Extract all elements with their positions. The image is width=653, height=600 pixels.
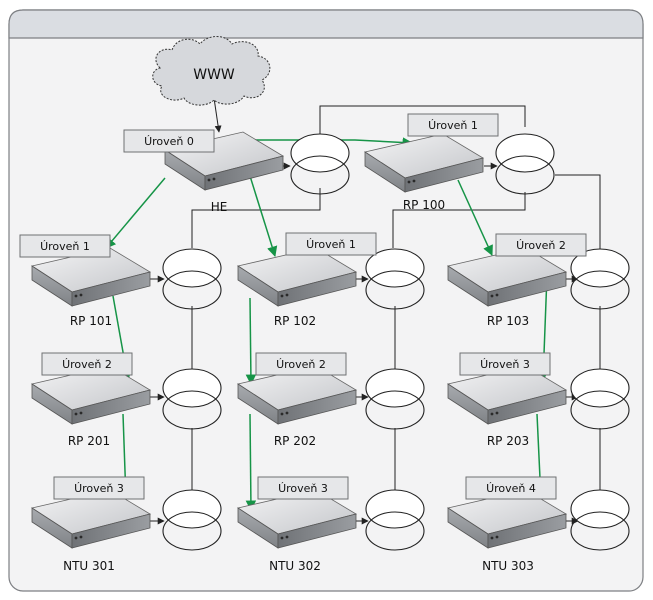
device-rp201: Úroveň 2 RP 201 <box>30 352 152 448</box>
device-name: NTU 303 <box>482 559 534 573</box>
ring-icon <box>495 133 555 195</box>
level-label: Úroveň 3 <box>459 352 551 376</box>
ring-icon <box>365 489 425 551</box>
level-label-text: Úroveň 1 <box>428 119 478 132</box>
device-name: HE <box>211 200 228 214</box>
wire-top-loop <box>319 105 526 140</box>
level-label: Úroveň 1 <box>285 232 377 256</box>
device-name: RP 101 <box>70 314 112 328</box>
level-label: Úroveň 1 <box>19 234 111 258</box>
device-he: Úroveň 0 HE <box>123 129 285 214</box>
level-label-text: Úroveň 3 <box>74 482 124 495</box>
ring-icon <box>570 368 630 430</box>
device-rp202: Úroveň 2 RP 202 <box>236 352 358 448</box>
server-icon <box>163 131 285 191</box>
ring-icon <box>162 368 222 430</box>
arrow-rp202-ntu302 <box>245 413 257 512</box>
level-label-text: Úroveň 0 <box>144 135 194 148</box>
level-label-text: Úroveň 1 <box>40 240 90 253</box>
level-label: Úroveň 4 <box>465 476 557 500</box>
level-label: Úroveň 3 <box>53 476 145 500</box>
wire-rp100-down <box>392 192 526 248</box>
device-name: NTU 302 <box>269 559 321 573</box>
server-icon <box>363 133 485 193</box>
server-icon <box>236 247 358 307</box>
level-label-text: Úroveň 2 <box>62 358 112 371</box>
wire-he-down <box>191 188 321 248</box>
arrow-he-rp101 <box>105 177 166 249</box>
level-label-text: Úroveň 3 <box>480 358 530 371</box>
level-label: Úroveň 0 <box>123 129 215 153</box>
server-icon <box>236 365 358 425</box>
wire-right-bus <box>555 174 601 250</box>
device-name: RP 203 <box>487 434 529 448</box>
device-rp101: Úroveň 1 RP 101 <box>19 234 152 328</box>
ring-icon <box>570 489 630 551</box>
cloud-icon <box>152 36 271 106</box>
arrow-rp102-rp202 <box>245 297 257 386</box>
level-label: Úroveň 2 <box>41 352 133 376</box>
ring-icon <box>162 489 222 551</box>
device-ntu301: Úroveň 3 NTU 301 <box>30 476 152 573</box>
ring-icon <box>162 248 222 310</box>
device-name: RP 102 <box>274 314 316 328</box>
server-icon <box>446 365 568 425</box>
level-label-text: Úroveň 2 <box>516 239 566 252</box>
device-name: RP 201 <box>68 434 110 448</box>
device-rp103: Úroveň 2 RP 103 <box>446 233 587 328</box>
level-label: Úroveň 1 <box>407 113 499 137</box>
device-rp100: Úroveň 1 RP 100 <box>363 113 499 212</box>
splitter-rings <box>162 133 630 551</box>
arrow-rp100-rp103 <box>457 179 493 256</box>
server-icon <box>446 247 568 307</box>
ring-icon <box>365 368 425 430</box>
level-label-text: Úroveň 3 <box>278 482 328 495</box>
level-label-text: Úroveň 1 <box>306 238 356 251</box>
arrow-he-rp100 <box>245 137 414 148</box>
server-icon <box>30 489 152 549</box>
level-label-text: Úroveň 4 <box>486 482 536 495</box>
server-icon <box>30 365 152 425</box>
server-icon <box>30 247 152 307</box>
wire-cloud-he <box>213 97 222 133</box>
level-label: Úroveň 2 <box>255 352 347 376</box>
arrow-he-rp102 <box>249 175 278 258</box>
level-label: Úroveň 3 <box>257 476 349 500</box>
level-label: Úroveň 2 <box>495 233 587 257</box>
device-rp203: Úroveň 3 RP 203 <box>446 352 568 448</box>
server-icon <box>236 489 358 549</box>
device-name: RP 103 <box>487 314 529 328</box>
ring-icon <box>290 133 350 195</box>
cloud-label: WWW <box>193 67 235 83</box>
device-name: NTU 301 <box>63 559 115 573</box>
device-name: RP 100 <box>403 198 445 212</box>
level-label-text: Úroveň 2 <box>276 358 326 371</box>
device-ntu303: Úroveň 4 NTU 303 <box>446 476 568 573</box>
ring-icon <box>365 248 425 310</box>
device-name: RP 202 <box>274 434 316 448</box>
www-cloud: WWW <box>152 36 271 106</box>
device-ntu302: Úroveň 3 NTU 302 <box>236 476 358 573</box>
ring-icon <box>570 248 630 310</box>
server-icon <box>446 489 568 549</box>
device-rp102: Úroveň 1 RP 102 <box>236 232 377 328</box>
